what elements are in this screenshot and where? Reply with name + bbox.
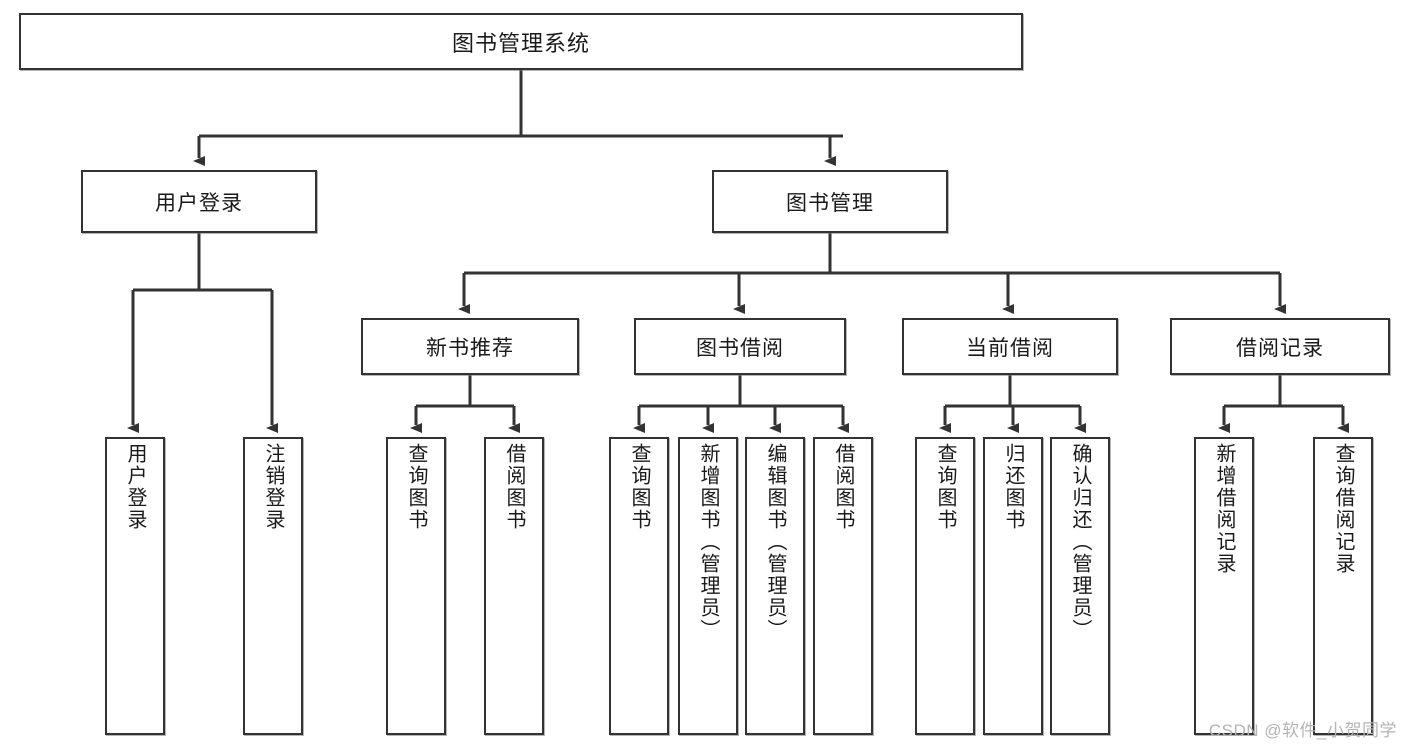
node-new-book-rec-label: 新书推荐 <box>426 336 514 360</box>
node-leaf-query-book-cur[interactable]: 查询图书 <box>915 437 975 735</box>
node-leaf-query-book-rec-label: 查询图书 <box>405 443 427 531</box>
node-leaf-return-book[interactable]: 归还图书 <box>983 437 1043 735</box>
node-leaf-add-record[interactable]: 新增借阅记录 <box>1194 437 1254 735</box>
node-leaf-user-login-label: 用户登录 <box>124 443 146 531</box>
node-leaf-query-record[interactable]: 查询借阅记录 <box>1313 437 1373 735</box>
node-leaf-user-login[interactable]: 用户登录 <box>105 437 165 735</box>
node-leaf-query-book-cur-label: 查询图书 <box>934 443 956 531</box>
node-root-label: 图书管理系统 <box>451 30 590 56</box>
node-current-borrow[interactable]: 当前借阅 <box>902 318 1118 375</box>
node-current-borrow-label: 当前借阅 <box>966 336 1054 360</box>
node-leaf-confirm-return[interactable]: 确认归还（管理员） <box>1050 437 1110 735</box>
node-leaf-query-book-rec[interactable]: 查询图书 <box>386 437 446 735</box>
node-leaf-query-book-borrow-label: 查询图书 <box>628 443 650 531</box>
node-leaf-add-book[interactable]: 新增图书（管理员） <box>678 437 738 735</box>
node-leaf-return-book-label: 归还图书 <box>1002 443 1024 531</box>
node-leaf-add-book-label: 新增图书（管理员） <box>697 443 719 641</box>
node-book-borrow-label: 图书借阅 <box>696 336 784 360</box>
node-new-book-rec[interactable]: 新书推荐 <box>361 318 579 375</box>
node-leaf-edit-book-label: 编辑图书（管理员） <box>764 443 786 641</box>
node-leaf-query-record-label: 查询借阅记录 <box>1332 443 1354 575</box>
node-user-login-label: 用户登录 <box>155 191 243 215</box>
node-book-manage-label: 图书管理 <box>786 191 874 215</box>
node-borrow-record[interactable]: 借阅记录 <box>1170 318 1390 375</box>
node-borrow-record-label: 借阅记录 <box>1236 336 1324 360</box>
node-leaf-borrow-book-rec-label: 借阅图书 <box>503 443 525 531</box>
node-book-borrow[interactable]: 图书借阅 <box>634 318 846 375</box>
node-book-manage[interactable]: 图书管理 <box>712 170 948 233</box>
node-leaf-borrow-book-rec[interactable]: 借阅图书 <box>484 437 544 735</box>
node-leaf-query-book-borrow[interactable]: 查询图书 <box>609 437 669 735</box>
node-leaf-logout[interactable]: 注销登录 <box>243 437 303 735</box>
node-leaf-borrow-book-label: 借阅图书 <box>832 443 854 531</box>
node-leaf-edit-book[interactable]: 编辑图书（管理员） <box>745 437 805 735</box>
node-leaf-borrow-book[interactable]: 借阅图书 <box>813 437 873 735</box>
node-leaf-confirm-return-label: 确认归还（管理员） <box>1069 443 1091 641</box>
node-root[interactable]: 图书管理系统 <box>19 13 1023 70</box>
csdn-watermark: CSDN @软件_小贺同学 <box>1208 721 1397 740</box>
node-leaf-logout-label: 注销登录 <box>262 443 284 531</box>
node-leaf-add-record-label: 新增借阅记录 <box>1213 443 1235 575</box>
node-user-login[interactable]: 用户登录 <box>81 170 317 233</box>
